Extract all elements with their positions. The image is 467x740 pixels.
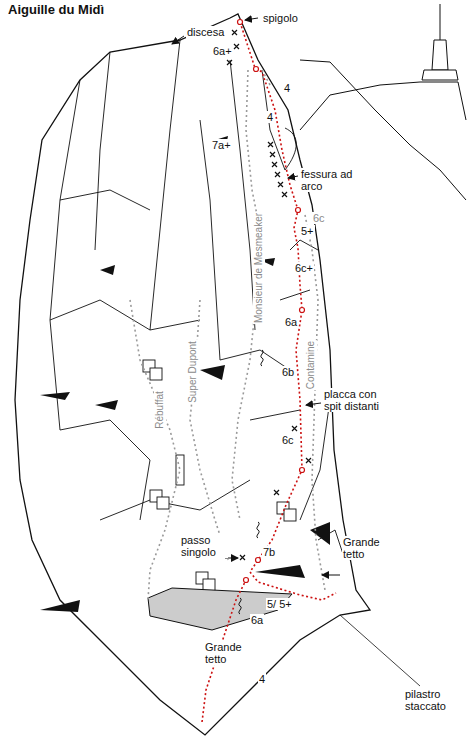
grade-label: 6a: [250, 614, 264, 626]
grade-label: 7a+: [211, 139, 232, 151]
grade-label: 5/ 5+: [266, 598, 293, 610]
grade-label: 6a+: [212, 45, 233, 57]
route-name: Contamine: [305, 340, 317, 390]
grade-label: 6a: [284, 316, 298, 328]
grade-label: 7b: [262, 546, 276, 558]
grade-label: spigolo: [262, 12, 299, 24]
grade-label: 6c+: [294, 262, 314, 274]
note-label: Grande tetto: [204, 641, 252, 665]
grade-label: 4: [283, 82, 291, 94]
note-label: pilastro staccato: [404, 688, 464, 712]
note-label: fessura ad arco: [300, 168, 364, 192]
note-label: Grande tetto: [342, 536, 394, 560]
grade-label: 6b: [281, 366, 295, 378]
route-name: Monsieur de Mesmeaker: [253, 212, 265, 324]
grade-label: 6c: [312, 212, 326, 224]
grade-label: 5+: [300, 225, 315, 237]
note-label: passo singolo: [180, 534, 228, 558]
route-name: Super Dupont: [187, 340, 199, 404]
grade-label: 4: [258, 673, 266, 685]
route-name: Rébuffat: [154, 390, 166, 430]
note-label: placca con spit distanti: [323, 388, 397, 412]
title: Aiguille du Midì: [8, 2, 104, 17]
grade-label: discesa: [186, 26, 225, 38]
grade-label: 6c: [281, 434, 295, 446]
grade-label: 4: [266, 111, 274, 123]
